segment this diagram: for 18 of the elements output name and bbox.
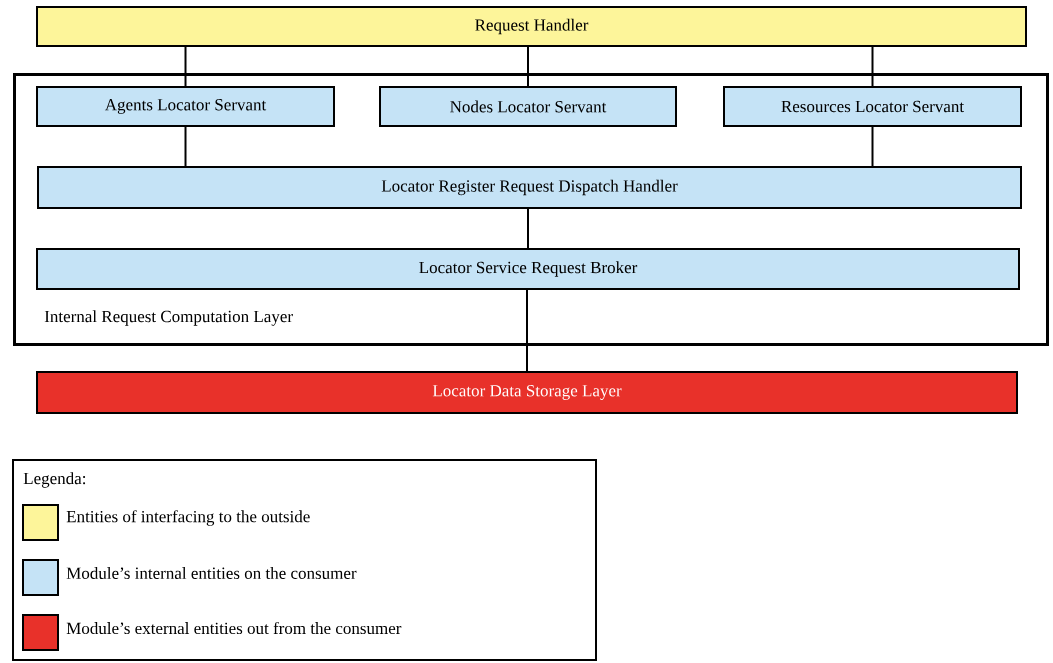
connector-line [527, 208, 529, 249]
handler-box: Request Handler [36, 6, 1027, 47]
legend-text: Entities of interfacing to the outside [66, 510, 310, 526]
servant-box: Nodes Locator Servant [379, 86, 677, 127]
handler-box: Locator Register Request Dispatch Handler [37, 166, 1022, 209]
connector-line [871, 46, 874, 87]
servant-box: Agents Locator Servant [36, 86, 335, 127]
storage-layer-box: Locator Data Storage Layer [36, 371, 1018, 414]
connector-line [871, 126, 874, 167]
legend-text: Module’s internal entities on the consumer [66, 567, 357, 579]
legend-title: Legenda: [23, 472, 86, 488]
servant-box: Resources Locator Servant [723, 86, 1022, 127]
legend-text: Module’s external entities out from the consumer [66, 621, 402, 635]
broker-box: Locator Service Request Broker [36, 248, 1020, 290]
connector-line [526, 289, 528, 372]
connector-line [527, 46, 529, 87]
connector-line [184, 126, 187, 167]
connector-line [184, 46, 187, 87]
